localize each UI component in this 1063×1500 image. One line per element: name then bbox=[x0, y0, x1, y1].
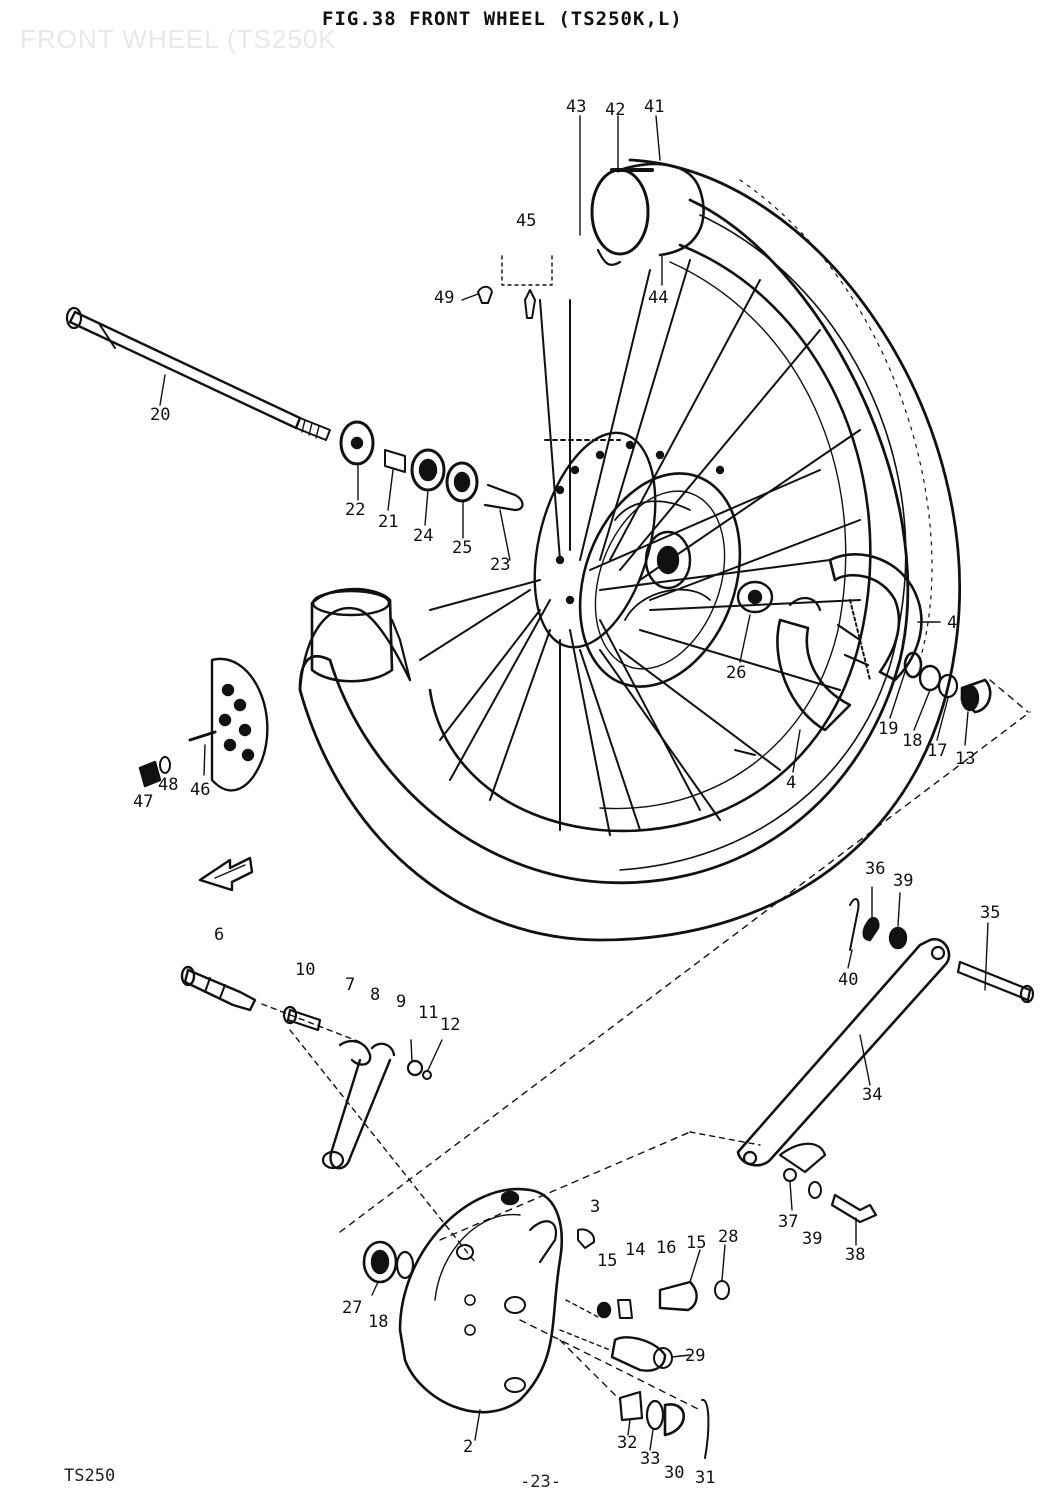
inner-tube-valve bbox=[590, 162, 705, 266]
callout-39-lower: 39 bbox=[802, 1229, 822, 1249]
callout-38: 38 bbox=[845, 1245, 865, 1265]
callout-27: 27 bbox=[342, 1298, 362, 1318]
callout-20: 20 bbox=[150, 405, 170, 425]
watermark: FRONT WHEEL (TS250K bbox=[20, 24, 337, 54]
callouts: 43 42 41 45 49 44 20 22 21 24 25 23 4 26… bbox=[133, 97, 1000, 1488]
callout-13: 13 bbox=[955, 749, 975, 769]
callout-14: 14 bbox=[625, 1240, 645, 1260]
callout-31: 31 bbox=[695, 1468, 715, 1488]
callout-12: 12 bbox=[440, 1015, 460, 1035]
figure-title: FIG.38 FRONT WHEEL (TS250K,L) bbox=[322, 8, 683, 30]
callout-25: 25 bbox=[452, 538, 472, 558]
callout-34: 34 bbox=[862, 1085, 882, 1105]
callout-9: 9 bbox=[396, 992, 406, 1012]
torque-link bbox=[689, 898, 1035, 1224]
fender bbox=[310, 587, 412, 683]
callout-29: 29 bbox=[685, 1346, 705, 1366]
callout-19: 19 bbox=[878, 719, 898, 739]
callout-6: 6 bbox=[214, 925, 224, 945]
drum-hardware bbox=[559, 1228, 730, 1459]
callout-46: 46 bbox=[190, 780, 210, 800]
callout-23: 23 bbox=[490, 555, 510, 575]
callout-33: 33 bbox=[640, 1449, 660, 1469]
footer-page: -23- bbox=[520, 1472, 561, 1492]
callout-35: 35 bbox=[980, 903, 1000, 923]
callout-15-left: 15 bbox=[597, 1251, 617, 1271]
callout-43: 43 bbox=[566, 97, 586, 117]
spokes bbox=[419, 259, 861, 836]
bearing-set bbox=[339, 420, 524, 512]
callout-47: 47 bbox=[133, 792, 153, 812]
hub-spacers bbox=[903, 651, 1029, 714]
callout-17: 17 bbox=[927, 741, 947, 761]
callout-21: 21 bbox=[378, 512, 398, 532]
callout-24: 24 bbox=[413, 526, 433, 546]
callout-15-right: 15 bbox=[686, 1233, 706, 1253]
callout-44: 44 bbox=[648, 288, 668, 308]
callout-42: 42 bbox=[605, 100, 625, 120]
callout-11: 11 bbox=[418, 1003, 438, 1023]
callout-32: 32 bbox=[617, 1433, 637, 1453]
callout-28: 28 bbox=[718, 1227, 738, 1247]
rim bbox=[428, 243, 872, 833]
brake-panel-cover bbox=[138, 657, 269, 792]
spoke-nipple bbox=[477, 255, 553, 319]
callout-49: 49 bbox=[434, 288, 454, 308]
callout-45: 45 bbox=[516, 211, 536, 231]
callout-7: 7 bbox=[345, 975, 355, 995]
callout-18-upper: 18 bbox=[902, 731, 922, 751]
callout-41: 41 bbox=[644, 97, 664, 117]
hub bbox=[533, 431, 774, 688]
brake-shoes bbox=[776, 552, 923, 732]
brake-drum-plate bbox=[362, 1187, 563, 1414]
callout-8: 8 bbox=[370, 985, 380, 1005]
tire bbox=[298, 158, 961, 942]
callout-30: 30 bbox=[664, 1463, 684, 1483]
callout-4-lower: 4 bbox=[786, 773, 796, 793]
brake-cam-lever bbox=[180, 965, 476, 1263]
callout-3: 3 bbox=[590, 1197, 600, 1217]
callout-22: 22 bbox=[345, 500, 365, 520]
direction-arrow bbox=[198, 856, 254, 892]
callout-48: 48 bbox=[158, 775, 178, 795]
callout-26: 26 bbox=[726, 663, 746, 683]
callout-37: 37 bbox=[778, 1212, 798, 1232]
callout-36: 36 bbox=[865, 859, 885, 879]
guide-lines bbox=[339, 711, 1031, 1411]
footer-model: TS250 bbox=[64, 1466, 116, 1486]
callout-18-lower: 18 bbox=[368, 1312, 388, 1332]
callout-40: 40 bbox=[838, 970, 858, 990]
callout-16: 16 bbox=[656, 1238, 676, 1258]
callout-4-upper: 4 bbox=[947, 613, 957, 633]
callout-2: 2 bbox=[463, 1437, 473, 1457]
callout-39-upper: 39 bbox=[893, 871, 913, 891]
front-axle bbox=[65, 306, 331, 441]
callout-10: 10 bbox=[295, 960, 315, 980]
